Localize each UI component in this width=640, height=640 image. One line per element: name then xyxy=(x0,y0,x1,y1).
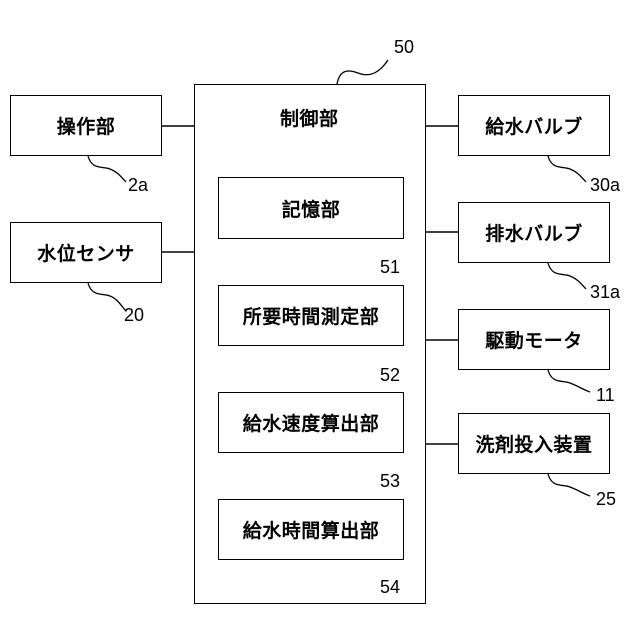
drive-motor-ref: 11 xyxy=(596,386,615,404)
leader-25 xyxy=(548,474,590,496)
leader-30a xyxy=(548,156,586,182)
leader-2a xyxy=(88,156,126,182)
drive-motor-block: 駆動モータ xyxy=(458,309,610,370)
water-supply-rate-calc-block: 給水速度算出部 xyxy=(218,392,404,453)
operation-unit-block: 操作部 xyxy=(10,95,162,156)
leader-31a xyxy=(548,263,586,289)
memory-unit-ref: 51 xyxy=(380,258,400,276)
drain-valve-ref: 31a xyxy=(590,283,620,301)
water-level-sensor-block: 水位センサ xyxy=(10,222,162,283)
memory-unit-block: 記憶部 xyxy=(218,177,404,239)
detergent-feeder-ref: 25 xyxy=(596,490,616,508)
water-supply-rate-calc-ref: 53 xyxy=(380,472,400,490)
water-supply-valve-ref: 30a xyxy=(590,176,620,194)
required-time-measurement-ref: 52 xyxy=(380,366,400,384)
water-supply-time-calc-block: 給水時間算出部 xyxy=(218,499,404,560)
water-supply-time-calc-ref: 54 xyxy=(380,578,400,596)
controller-ref: 50 xyxy=(394,38,414,56)
controller-label: 制御部 xyxy=(280,104,339,131)
water-level-sensor-ref: 20 xyxy=(124,306,144,324)
leader-50 xyxy=(337,60,388,84)
drain-valve-block: 排水バルブ xyxy=(458,202,610,263)
leader-20 xyxy=(88,283,126,311)
leader-11 xyxy=(548,370,590,392)
operation-unit-ref: 2a xyxy=(128,176,148,194)
required-time-measurement-block: 所要時間測定部 xyxy=(218,285,404,346)
detergent-feeder-block: 洗剤投入装置 xyxy=(458,413,610,474)
water-supply-valve-block: 給水バルブ xyxy=(458,95,610,156)
